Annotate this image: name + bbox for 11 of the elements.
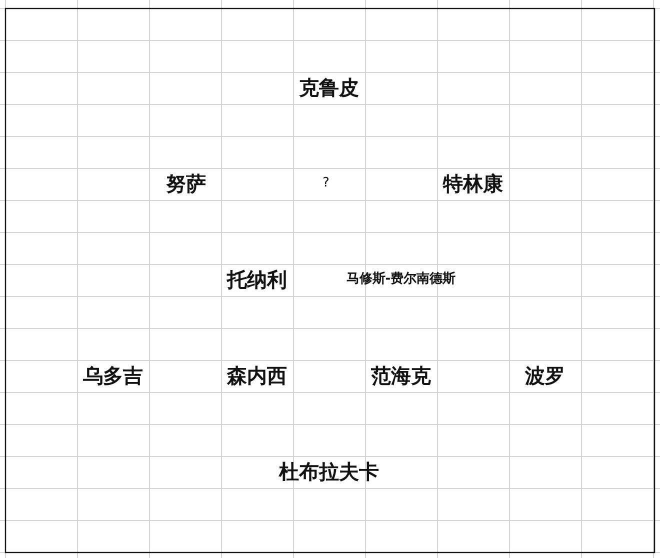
player-name: 乌多吉 [83,364,143,388]
question-mark: ? [322,176,330,192]
player-name: 克鲁皮 [299,76,359,100]
player-name: 杜布拉夫卡 [279,460,379,484]
player-name: 马修斯-费尔南德斯 [346,272,456,288]
player-name: 范海克 [371,364,431,388]
player-name: 特林康 [443,172,503,196]
player-name: 努萨 [166,172,206,196]
player-name: 波罗 [525,364,565,388]
player-name: 托纳利 [227,268,287,292]
player-name: 森内西 [227,364,287,388]
